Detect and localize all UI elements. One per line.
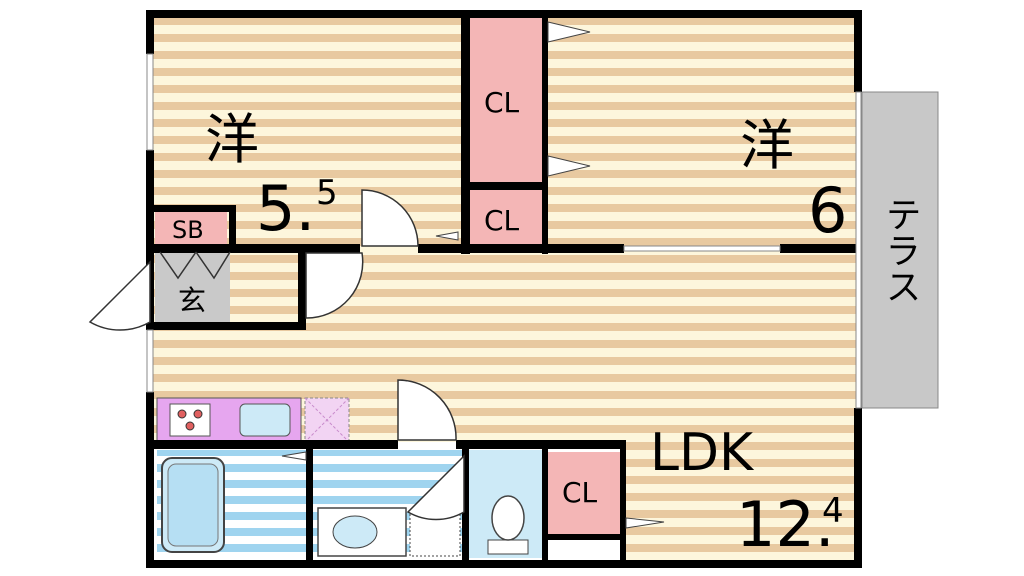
hall-floor <box>232 250 302 322</box>
room-ldk-size-decimal: 4 <box>822 491 844 531</box>
room-western-left-size: 5. <box>256 172 315 245</box>
terrace-label: テラス <box>880 196 921 304</box>
burner-2 <box>193 409 203 419</box>
walls <box>146 10 862 568</box>
shoe-box <box>155 212 227 244</box>
terrace <box>861 91 939 409</box>
kitchen-sink <box>239 403 291 437</box>
room-western-right-size: 6 <box>808 174 847 247</box>
windows <box>146 53 862 409</box>
room-ldk-label: LDK <box>650 423 755 483</box>
burner-1 <box>177 409 187 419</box>
room-ldk-size: 12. <box>736 488 835 561</box>
doors <box>88 189 465 521</box>
ldk-floor-lower <box>624 442 858 560</box>
closet-mid-label: CL <box>484 204 520 237</box>
burner-3 <box>185 421 195 431</box>
stove-panel <box>169 403 211 437</box>
entrance-label: 玄 <box>178 284 206 317</box>
room-western-left-kanji: 洋 <box>205 108 259 171</box>
closet-mid <box>470 190 542 244</box>
toilet-tank <box>487 539 529 555</box>
western-room-right-floor <box>546 14 858 246</box>
closet-top-label: CL <box>484 86 520 119</box>
cabinet-cross-b <box>304 397 350 443</box>
closet-top <box>470 16 542 182</box>
bathtub-inner <box>167 463 219 547</box>
toilet-bowl <box>491 495 525 541</box>
closet-ldk-label: CL <box>562 476 598 509</box>
closet-ldk <box>548 452 620 534</box>
shoe-box-label: SB <box>172 216 204 244</box>
closet-door-markers <box>281 21 665 529</box>
washbasin <box>332 515 378 549</box>
room-western-left-size-decimal: 5 <box>316 173 338 213</box>
room-western-right-kanji: 洋 <box>740 114 794 177</box>
